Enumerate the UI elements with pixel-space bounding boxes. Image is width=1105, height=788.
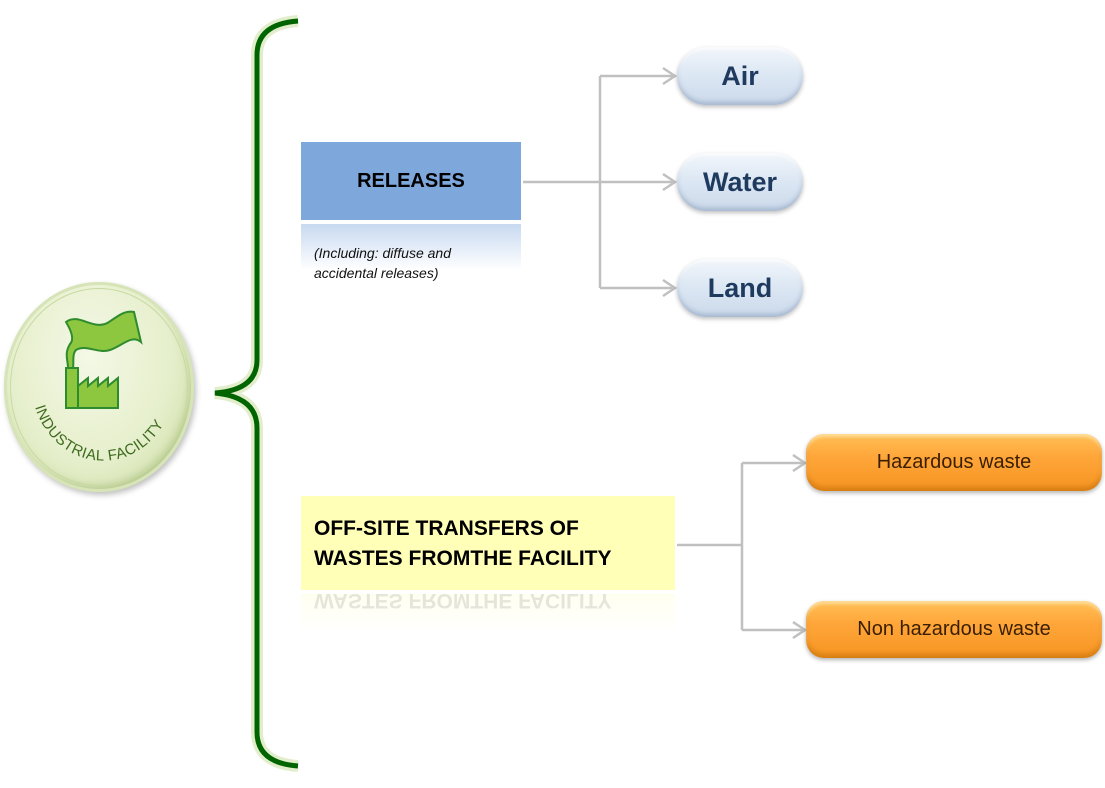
arrowhead-non-hazardous <box>792 620 808 640</box>
releases-box: RELEASES <box>301 142 521 220</box>
industrial-facility-badge: INDUSTRIAL FACILITY <box>4 282 194 492</box>
badge-ring <box>10 288 188 486</box>
hazardous-waste-node: Hazardous waste <box>806 434 1102 491</box>
offsite-transfers-box: OFF-SITE TRANSFERS OF WASTES FROMTHE FAC… <box>301 496 675 590</box>
water-node: Water <box>677 153 803 211</box>
air-node: Air <box>677 47 803 105</box>
hazardous-waste-label: Hazardous waste <box>876 451 1032 473</box>
arrowhead-air <box>662 66 678 86</box>
releases-title: RELEASES <box>357 169 465 192</box>
arrowhead-hazardous <box>792 453 808 473</box>
arrowhead-water <box>662 172 678 192</box>
facility-label: INDUSTRIAL FACILITY <box>31 403 167 465</box>
water-label: Water <box>702 166 777 197</box>
transfers-reflection-text: WASTES FROMTHE FACILITY <box>314 594 612 612</box>
air-label: Air <box>721 60 759 91</box>
arrowhead-land <box>662 278 678 298</box>
releases-note-line-1: (Including: diffuse and <box>314 245 451 261</box>
releases-reflection <box>301 224 521 270</box>
land-node: Land <box>677 259 803 317</box>
non-hazardous-waste-node: Non hazardous waste <box>806 601 1102 658</box>
non-hazardous-waste-label: Non hazardous waste <box>857 618 1051 640</box>
releases-note: (Including: diffuse and accidental relea… <box>314 243 514 283</box>
land-label: Land <box>707 272 773 303</box>
transfers-title-line-2: WASTES FROMTHE FACILITY <box>314 547 612 570</box>
factory-icon <box>64 310 143 409</box>
transfers-title-line-1: OFF-SITE TRANSFERS OF <box>314 517 579 540</box>
offsite-transfers-reflection: WASTES FROMTHE FACILITY <box>301 594 675 634</box>
curly-brace <box>214 15 299 772</box>
releases-note-line-2: accidental releases) <box>314 265 439 281</box>
